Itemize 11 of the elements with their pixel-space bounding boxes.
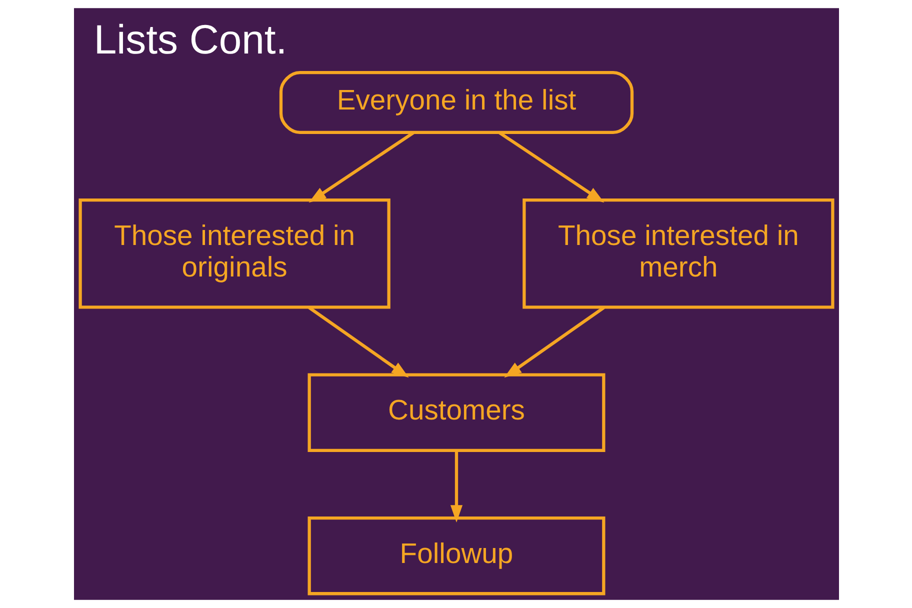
diagram-title: Lists Cont. [93, 16, 287, 62]
node-box: Followup [307, 516, 605, 596]
node-box: Those interested in originals [78, 198, 390, 309]
arrow [308, 131, 414, 203]
arrow [450, 450, 462, 522]
arrow [308, 306, 408, 378]
node-box: Everyone in the list [278, 71, 634, 134]
node-box: Those interested in merch [522, 198, 834, 309]
arrow [498, 131, 604, 203]
arrow [504, 306, 604, 378]
node-box: Customers [307, 373, 605, 452]
